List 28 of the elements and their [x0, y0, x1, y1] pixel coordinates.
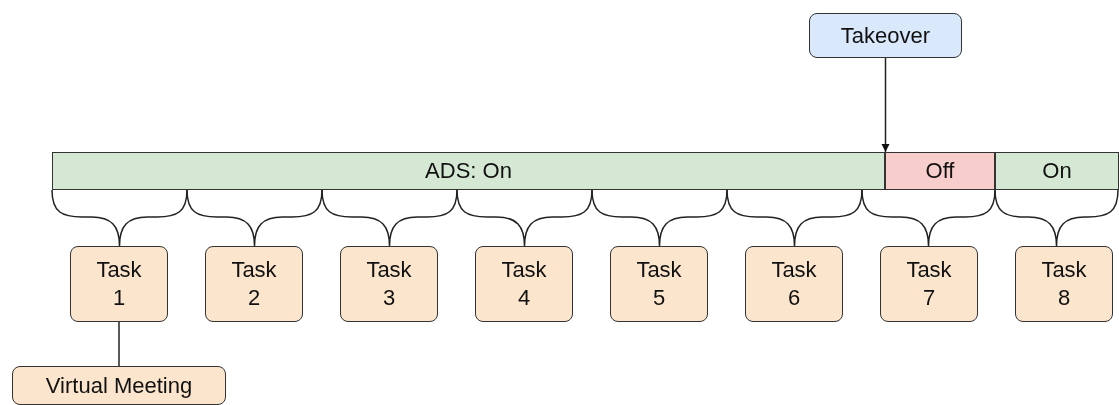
node-label: Task 1 — [95, 256, 143, 312]
node-label: Task 5 — [635, 256, 683, 312]
node-label: Task 8 — [1040, 256, 1088, 312]
timeline-segment — [52, 152, 885, 190]
task-box — [12, 366, 226, 405]
node-label: ADS: On — [425, 157, 512, 185]
event-box — [809, 13, 962, 58]
node-label: On — [1042, 157, 1072, 185]
task-box — [205, 246, 303, 322]
node-label: Task 2 — [230, 256, 278, 312]
node-label: Task 4 — [500, 256, 548, 312]
connector-line — [118, 321, 120, 367]
task-box — [880, 246, 978, 322]
node-label: Task 7 — [905, 256, 953, 312]
node-label: Off — [925, 157, 955, 185]
node-label: Virtual Meeting — [45, 371, 193, 400]
timeline-segment — [885, 152, 995, 190]
task-box — [610, 246, 708, 322]
node-label: Takeover — [840, 21, 931, 50]
timeline-segment — [995, 152, 1119, 190]
task-box — [340, 246, 438, 322]
arrow — [881, 57, 890, 153]
task-box — [745, 246, 843, 322]
task-box — [70, 246, 168, 322]
task-box — [475, 246, 573, 322]
task-box — [1015, 246, 1113, 322]
node-label: Task 6 — [770, 256, 818, 312]
node-label: Task 3 — [365, 256, 413, 312]
